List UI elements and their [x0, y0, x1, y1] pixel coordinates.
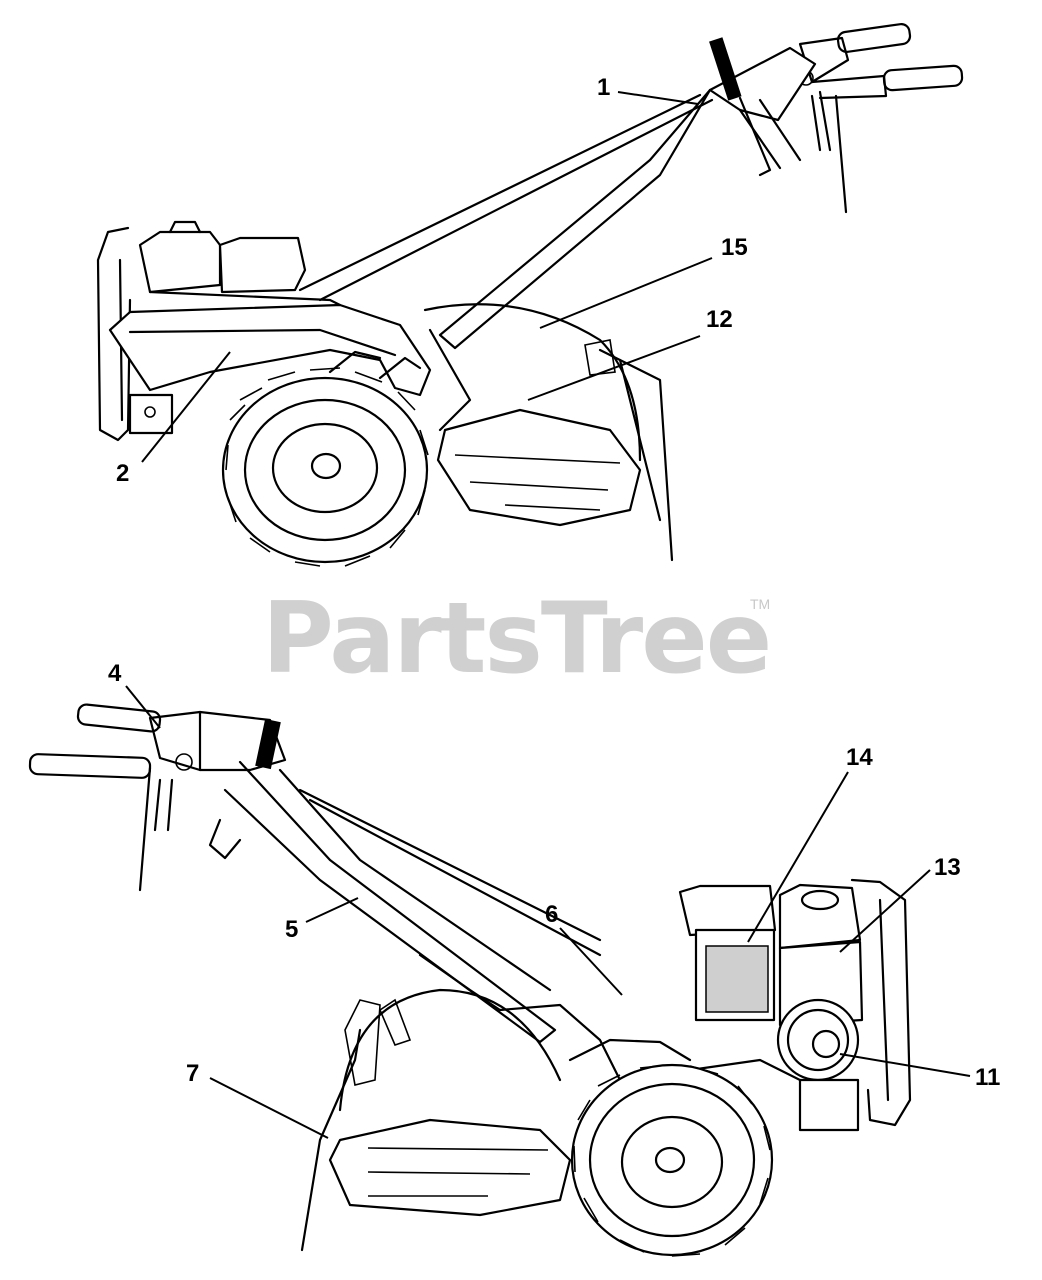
callout-4: 4: [108, 660, 122, 687]
engine-bottom: [678, 883, 864, 1082]
wheel-bottom: [568, 1038, 774, 1257]
callout-5: 5: [285, 916, 299, 943]
rear-bumper-bottom: [798, 878, 912, 1132]
callout-2: 2: [116, 460, 130, 487]
leader-13: [839, 869, 931, 953]
callout-12: 12: [706, 306, 733, 333]
engine-top: [138, 220, 342, 307]
callout-14: 14: [846, 744, 873, 771]
callout-15: 15: [721, 234, 748, 261]
leader-12: [527, 335, 701, 401]
callout-13: 13: [934, 854, 961, 881]
callout-11: 11: [975, 1064, 1001, 1091]
leader-4: [125, 685, 161, 729]
handlebar-top: [298, 37, 817, 350]
wheel-top: [221, 350, 429, 567]
watermark-brand: PartsTree: [262, 582, 772, 696]
leader-2: [141, 351, 231, 463]
leader-1: [617, 91, 699, 105]
tine-hood-bottom: [300, 953, 802, 1252]
leader-14: [747, 771, 849, 943]
tine-hood-top: [423, 303, 674, 562]
leader-5: [305, 897, 359, 923]
leader-7: [209, 1077, 329, 1139]
leader-15: [539, 257, 713, 329]
handle-grips-top: [798, 23, 964, 214]
callout-6: 6: [545, 901, 559, 928]
handlebar-bottom: [198, 710, 602, 1044]
callout-1: 1: [597, 74, 611, 101]
leader-11: [839, 1053, 971, 1077]
leader-6: [559, 927, 623, 996]
callout-7: 7: [186, 1060, 200, 1087]
watermark-trademark: TM: [750, 596, 771, 612]
handle-grips-bottom: [28, 703, 242, 892]
fender-top: [108, 303, 432, 397]
